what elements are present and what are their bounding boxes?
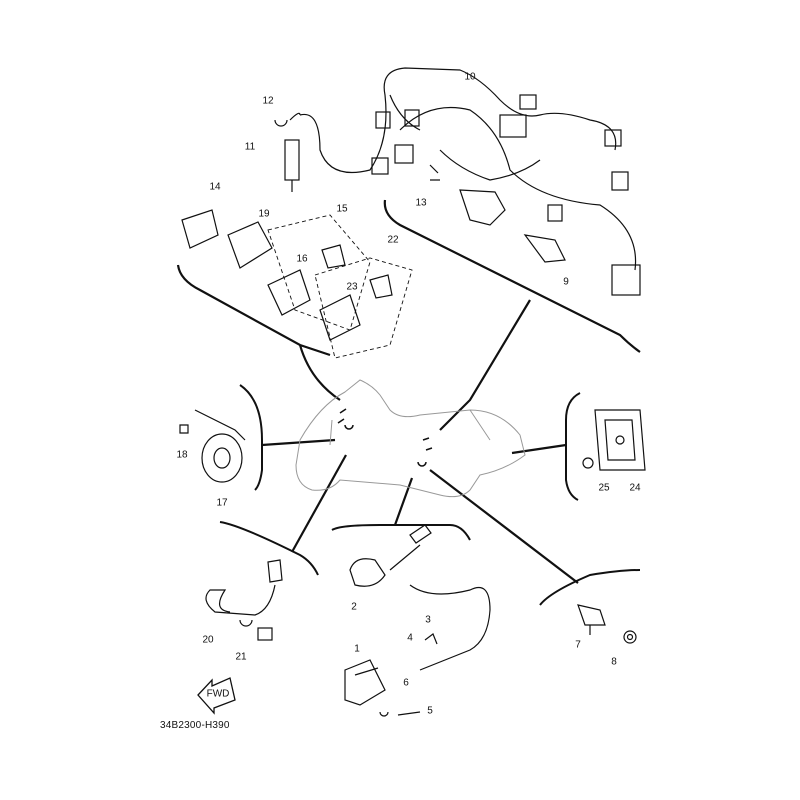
callout-9-bracket-relay[interactable]: 9 [563,276,569,288]
callout-11-o2-sensor[interactable]: 11 [244,141,256,153]
motorcycle-outline [295,379,526,498]
callout-4-high-tension-cord[interactable]: 4 [407,632,413,644]
group-outline-top [176,199,641,357]
callout-14-relay[interactable]: 14 [209,181,221,193]
callout-20-sensor-lead[interactable]: 20 [202,634,214,646]
sensor-art [577,604,637,644]
callout-15-relay-assy[interactable]: 15 [336,203,348,215]
callout-8-gasket[interactable]: 8 [611,656,617,668]
callout-1-ignition-coil[interactable]: 1 [354,643,360,655]
callout-6-washer[interactable]: 6 [403,677,409,689]
callout-13-band[interactable]: 13 [415,197,427,209]
group-outline-regulator [565,392,581,501]
callout-19-flasher-relay[interactable]: 19 [258,208,270,220]
callout-24-rectifier-regulator[interactable]: 24 [629,482,641,494]
group-outline-right [539,569,641,606]
ignition-art [344,524,491,717]
callout-16-relay[interactable]: 16 [296,253,308,265]
wire-harness-art [299,67,641,296]
callout-7-sensor[interactable]: 7 [575,639,581,651]
diagram-code: 34B2300-H390 [160,720,230,731]
callout-17-horn[interactable]: 17 [216,497,228,509]
callout-22-relay-assy[interactable]: 22 [387,234,399,246]
group-outline-horn [239,384,263,491]
horn-art [179,409,246,483]
callout-2-spark-plug-cap[interactable]: 2 [351,601,357,613]
callout-18-bolt[interactable]: 18 [176,449,188,461]
group-outline-ign [331,524,471,541]
callout-23-relay[interactable]: 23 [346,281,358,293]
callout-21-damper[interactable]: 21 [235,651,247,663]
callout-5-bolt[interactable]: 5 [427,705,433,717]
leader-lines [261,299,579,584]
fwd-label: FWD [206,688,230,700]
callout-3-clamp[interactable]: 3 [425,614,431,626]
callout-12-clamp[interactable]: 12 [262,95,274,107]
callout-25-nut[interactable]: 25 [598,482,610,494]
sensor-lead-art [205,559,283,641]
group-outline-left [219,521,319,576]
fwd-arrow-icon [197,677,236,715]
relays-art [181,209,413,359]
o2-sensor-art [274,112,301,192]
callout-10-wire-harness[interactable]: 10 [464,71,476,83]
regulator-art [582,409,646,471]
